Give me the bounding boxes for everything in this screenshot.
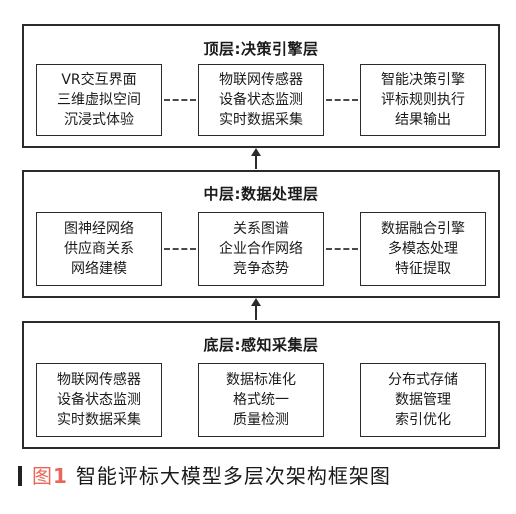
bottom-box-2-line-1: 数据标准化 (226, 372, 296, 388)
bottom-box-1-line-1: 物联网传感器 (57, 372, 141, 388)
top-box-2: 物联网传感器 设备状态监测 实时数据采集 (198, 64, 324, 136)
middle-box-2: 关系图谱 企业合作网络 竞争态势 (198, 212, 324, 286)
middle-box-2-line-1: 关系图谱 (233, 221, 289, 237)
arrow-middle-to-top-head (251, 148, 261, 156)
top-connector-2 (326, 99, 358, 101)
bottom-box-2: 数据标准化 格式统一 质量检测 (198, 363, 324, 437)
top-box-3: 智能决策引擎 评标规则执行 结果输出 (360, 64, 486, 136)
top-box-2-line-1: 物联网传感器 (219, 72, 303, 88)
figure-caption: 图1 智能评标大模型多层次架构框架图 (18, 460, 508, 489)
top-layer-title: 顶层:决策引擎层 (203, 40, 319, 58)
top-layer: 顶层:决策引擎层 VR交互界面 三维虚拟空间 沉浸式体验 物联网传感器 设备状态… (22, 24, 500, 148)
arrow-middle-to-top-shaft (255, 155, 257, 169)
top-box-3-line-1: 智能决策引擎 (381, 72, 465, 88)
bottom-box-2-line-2: 格式统一 (233, 392, 289, 408)
bottom-box-1: 物联网传感器 设备状态监测 实时数据采集 (36, 363, 162, 437)
top-connector-1 (164, 99, 196, 101)
middle-layer: 中层:数据处理层 图神经网络 供应商关系 网络建模 关系图谱 企业合作网络 竞争… (22, 170, 500, 298)
bottom-box-3-line-1: 分布式存储 (388, 372, 458, 388)
middle-box-3: 数据融合引擎 多模态处理 特征提取 (360, 212, 486, 286)
caption-bar (18, 466, 22, 486)
top-box-3-line-2: 评标规则执行 (381, 92, 465, 108)
middle-box-3-line-3: 特征提取 (395, 261, 451, 277)
top-box-1-line-1: VR交互界面 (61, 72, 137, 88)
bottom-box-1-line-3: 实时数据采集 (57, 412, 141, 428)
top-box-1-line-3: 沉浸式体验 (64, 112, 134, 128)
middle-layer-title: 中层:数据处理层 (203, 185, 319, 203)
bottom-box-2-line-3: 质量检测 (233, 412, 289, 428)
top-box-1: VR交互界面 三维虚拟空间 沉浸式体验 (36, 64, 162, 136)
top-box-3-line-3: 结果输出 (395, 112, 451, 128)
middle-connector-1 (164, 248, 196, 250)
middle-box-1-line-3: 网络建模 (71, 261, 127, 277)
middle-box-1: 图神经网络 供应商关系 网络建模 (36, 212, 162, 286)
bottom-box-3: 分布式存储 数据管理 索引优化 (360, 363, 486, 437)
bottom-box-3-line-3: 索引优化 (395, 412, 451, 428)
arrow-bottom-to-middle-head (251, 298, 261, 306)
bottom-box-3-line-2: 数据管理 (395, 392, 451, 408)
caption-text: 智能评标大模型多层次架构框架图 (75, 464, 391, 488)
middle-box-1-line-2: 供应商关系 (64, 241, 134, 257)
arrow-bottom-to-middle-shaft (255, 305, 257, 320)
top-box-1-line-2: 三维虚拟空间 (57, 92, 141, 108)
top-box-2-line-2: 设备状态监测 (219, 92, 303, 108)
middle-box-1-line-1: 图神经网络 (64, 221, 134, 237)
caption-figure-label: 图 (32, 464, 53, 488)
middle-box-3-line-2: 多模态处理 (388, 241, 458, 257)
middle-connector-2 (326, 248, 358, 250)
middle-box-2-line-3: 竞争态势 (233, 261, 289, 277)
middle-box-2-line-2: 企业合作网络 (219, 241, 303, 257)
middle-box-3-line-1: 数据融合引擎 (381, 221, 465, 237)
bottom-box-1-line-2: 设备状态监测 (57, 392, 141, 408)
bottom-layer: 底层:感知采集层 物联网传感器 设备状态监测 实时数据采集 数据标准化 格式统一… (22, 321, 500, 449)
caption-figure-number: 1 (53, 464, 68, 488)
top-box-2-line-3: 实时数据采集 (219, 112, 303, 128)
bottom-layer-title: 底层:感知采集层 (203, 336, 319, 354)
